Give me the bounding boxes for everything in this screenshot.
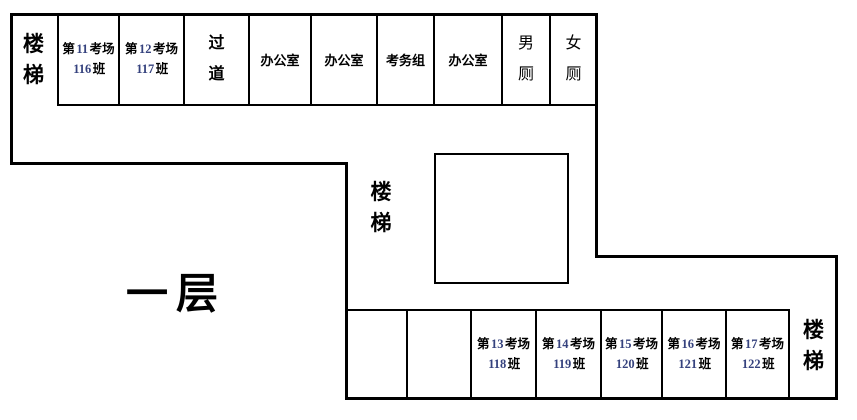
office-cell-2: 办公室 xyxy=(312,15,378,104)
office-cell-1: 办公室 xyxy=(250,15,312,104)
office-label: 办公室 xyxy=(324,53,364,68)
exam-affairs-cell: 考务组 xyxy=(378,15,435,104)
office-cell-3: 办公室 xyxy=(435,15,503,104)
room-unlabeled-1 xyxy=(345,311,408,398)
floor-title: 一层 xyxy=(126,272,227,318)
room-unlabeled-2 xyxy=(408,311,472,398)
corridor-label: 过道 xyxy=(208,35,225,83)
stairwell-middle: 楼梯 xyxy=(358,172,404,244)
office-label: 办公室 xyxy=(448,53,488,68)
stairs-label: 楼梯 xyxy=(802,317,824,374)
inner-room-box xyxy=(434,153,569,284)
office-label: 办公室 xyxy=(260,53,300,68)
womens-toilet-label: 女厕 xyxy=(565,35,582,83)
womens-toilet-cell: 女厕 xyxy=(551,15,598,104)
mens-toilet-label: 男厕 xyxy=(517,35,534,83)
stairwell-top-left: 楼梯 xyxy=(10,15,57,105)
corridor-cell: 过道 xyxy=(185,15,250,104)
stairwell-bottom-right: 楼梯 xyxy=(791,304,836,388)
stairs-label: 楼梯 xyxy=(370,179,392,236)
exam-affairs-label: 考务组 xyxy=(385,53,425,68)
mens-toilet-cell: 男厕 xyxy=(503,15,551,104)
stairs-label: 楼梯 xyxy=(22,31,44,88)
